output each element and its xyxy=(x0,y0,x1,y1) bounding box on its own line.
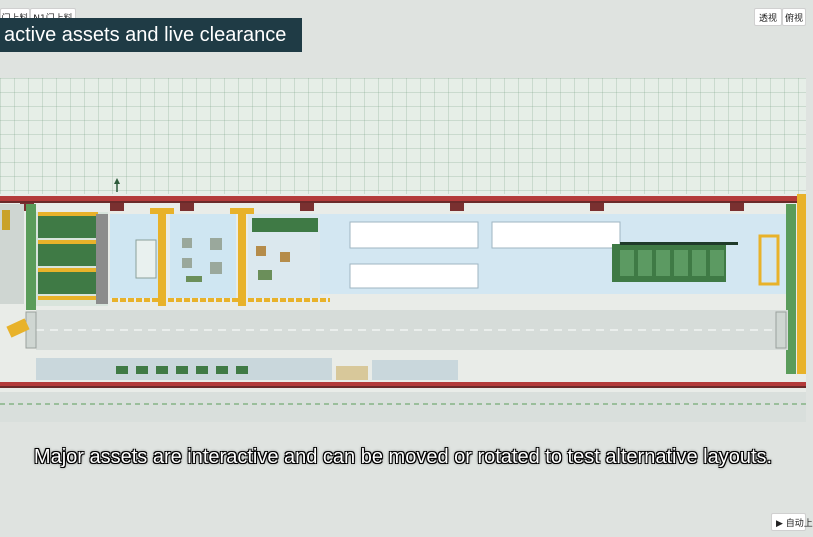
main-aisle xyxy=(36,310,788,350)
east-door-gantry[interactable] xyxy=(797,194,806,374)
storage-rack-2[interactable] xyxy=(491,221,621,249)
perspective-view-button[interactable]: 透视 xyxy=(754,8,782,26)
east-loading-frame[interactable] xyxy=(758,234,780,286)
gantry-cranes[interactable] xyxy=(150,208,254,306)
top-view-button[interactable]: 俯视 xyxy=(782,8,806,26)
north-arrow-icon xyxy=(114,178,120,192)
auto-load-button[interactable]: ▶ 自动上 xyxy=(771,513,813,531)
work-zone-2[interactable] xyxy=(170,214,236,298)
machine-bank-east[interactable] xyxy=(612,242,738,282)
east-wall xyxy=(786,204,796,374)
machine-bank-west[interactable] xyxy=(36,212,108,306)
section-title-banner: active assets and live clearance xyxy=(0,18,302,52)
west-wall xyxy=(26,204,36,310)
east-gate[interactable] xyxy=(775,311,787,349)
forklift[interactable] xyxy=(6,318,30,338)
storage-rack-3[interactable] xyxy=(349,263,479,289)
south-exterior xyxy=(0,392,806,422)
south-wall-rail xyxy=(0,382,806,388)
storage-rack-1[interactable] xyxy=(349,221,479,249)
zone-equipment[interactable] xyxy=(135,218,318,282)
lower-storage-strip[interactable] xyxy=(36,358,458,380)
video-subtitle: Major assets are interactive and can be … xyxy=(33,446,773,468)
